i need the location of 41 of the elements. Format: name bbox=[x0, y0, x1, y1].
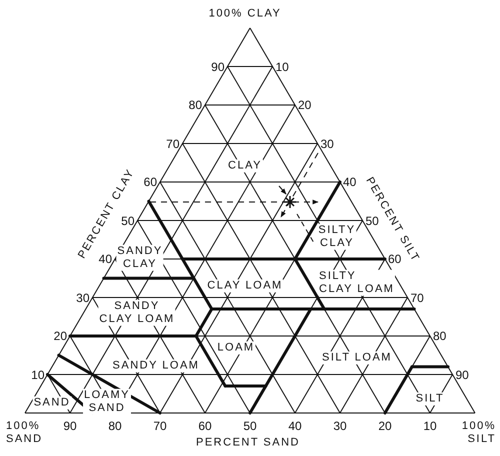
tick-label: 20 bbox=[378, 418, 392, 434]
tick-label: 50 bbox=[121, 213, 134, 228]
tick-label: 20 bbox=[54, 328, 67, 344]
tick-label: 60 bbox=[144, 174, 157, 190]
tick-label: 70 bbox=[410, 290, 424, 305]
tick-label: 30 bbox=[333, 418, 347, 434]
tick-label: 60 bbox=[198, 418, 212, 434]
tick-label: 90 bbox=[211, 59, 224, 74]
tick-label: 40 bbox=[343, 174, 356, 190]
tick-label: 90 bbox=[63, 418, 77, 434]
tick-label: 80 bbox=[188, 98, 202, 112]
soil-class-label: SILTY CLAY bbox=[317, 224, 357, 250]
soil-class-label: SILTY CLAY LOAM bbox=[318, 270, 396, 296]
tick-label: 30 bbox=[320, 136, 334, 151]
tick-label: 40 bbox=[288, 418, 302, 434]
soil-class-label: CLAY bbox=[227, 159, 263, 173]
soil-class-label: LOAMY SAND bbox=[83, 388, 131, 416]
vertex-label: 100% CLAY bbox=[208, 7, 282, 21]
axis-title: PERCENT SAND bbox=[196, 436, 300, 450]
tick-label: 20 bbox=[298, 98, 312, 112]
vertex-label: 100% SAND bbox=[6, 420, 43, 446]
tick-label: 10 bbox=[31, 367, 44, 382]
tick-label: 70 bbox=[153, 418, 167, 434]
tick-label: 80 bbox=[433, 328, 446, 344]
tick-label: 60 bbox=[388, 252, 402, 266]
tick-label: 80 bbox=[108, 418, 122, 434]
tick-label: 10 bbox=[423, 418, 437, 434]
tick-label: 50 bbox=[243, 418, 257, 434]
tick-label: 10 bbox=[276, 59, 289, 74]
tick-label: 30 bbox=[76, 290, 90, 305]
soil-class-label: SAND bbox=[32, 396, 72, 410]
soil-class-label: SILT bbox=[414, 392, 446, 406]
soil-class-label: SILT LOAM bbox=[321, 351, 393, 365]
tick-label: 70 bbox=[166, 136, 180, 151]
soil-class-label: SANDY CLAY bbox=[116, 244, 164, 272]
soil-class-label: SANDY CLAY LOAM bbox=[98, 300, 176, 326]
vertex-label: 100% SILT bbox=[462, 420, 496, 446]
soil-class-label: SANDY LOAM bbox=[112, 359, 200, 373]
soil-class-label: CLAY LOAM bbox=[206, 279, 284, 293]
soil-class-label: LOAM bbox=[216, 341, 256, 355]
tick-label: 90 bbox=[456, 367, 469, 382]
